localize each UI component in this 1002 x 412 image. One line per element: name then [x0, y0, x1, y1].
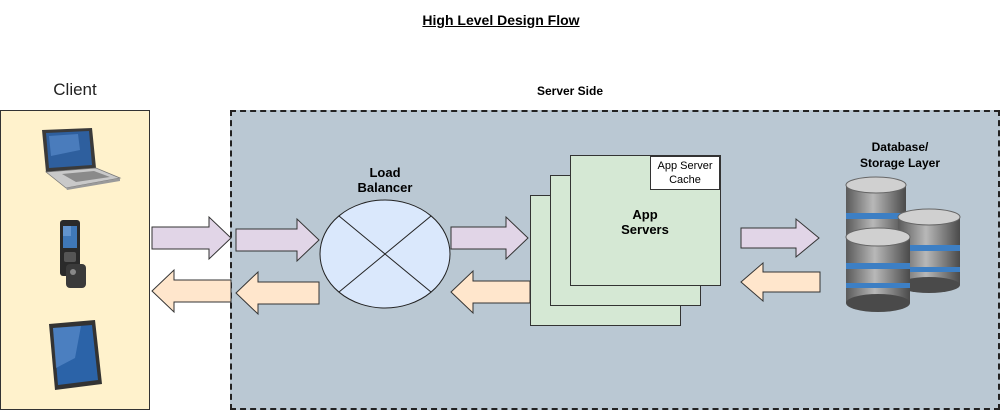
app-server-cache: App Server Cache [650, 156, 720, 190]
client-label: Client [53, 80, 97, 99]
tablet-icon [49, 320, 102, 390]
database-label: Database/ Storage Layer [859, 140, 941, 170]
client-response-arrow [151, 268, 232, 314]
db-response-arrow [740, 261, 821, 303]
diagram-title: High Level Design Flow [422, 12, 580, 28]
load-balancer-node [319, 199, 451, 309]
mobile-phone-icon [60, 220, 86, 288]
laptop-icon [42, 128, 122, 190]
lb-response-arrow [235, 270, 320, 316]
server-side-label: Server Side [536, 84, 604, 98]
app-response-arrow [450, 269, 531, 315]
db-request-arrow [740, 217, 820, 259]
app-request-arrow [450, 215, 529, 261]
database-cylinder-3 [845, 227, 911, 312]
load-balancer-label: Load Balancer [357, 165, 413, 195]
client-request-arrow [151, 215, 232, 261]
app-servers-label: App Servers [621, 207, 669, 237]
lb-request-arrow [235, 217, 320, 263]
database-icon [845, 176, 961, 312]
